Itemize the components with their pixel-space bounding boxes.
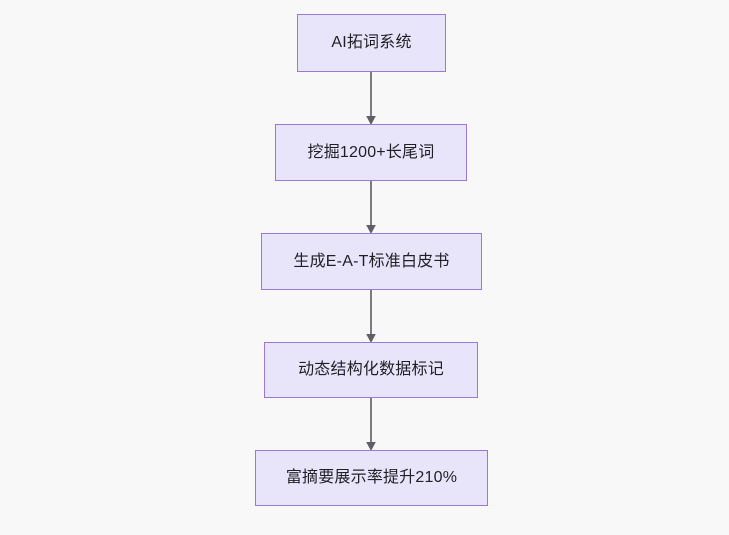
flow-node-generate-eat-whitepaper[interactable]: 生成E-A-T标准白皮书 xyxy=(261,233,482,290)
flow-node-dynamic-structured-data-markup[interactable]: 动态结构化数据标记 xyxy=(264,342,478,398)
edge-n2-n3 xyxy=(366,179,376,234)
edge-n3-n4 xyxy=(366,288,376,343)
flow-node-label: AI拓词系统 xyxy=(331,34,412,52)
flow-node-ai-keyword-system[interactable]: AI拓词系统 xyxy=(297,14,446,72)
flow-node-label: 生成E-A-T标准白皮书 xyxy=(293,252,450,270)
edge-n4-n5 xyxy=(366,396,376,451)
flow-node-label: 动态结构化数据标记 xyxy=(298,361,444,379)
flow-node-label: 挖掘1200+长尾词 xyxy=(307,143,435,161)
flow-node-rich-snippet-impression-lift[interactable]: 富摘要展示率提升210% xyxy=(255,450,488,506)
flow-node-label: 富摘要展示率提升210% xyxy=(285,469,458,487)
edge-n1-n2 xyxy=(366,70,376,125)
flow-node-mine-longtail-keywords[interactable]: 挖掘1200+长尾词 xyxy=(275,124,467,181)
